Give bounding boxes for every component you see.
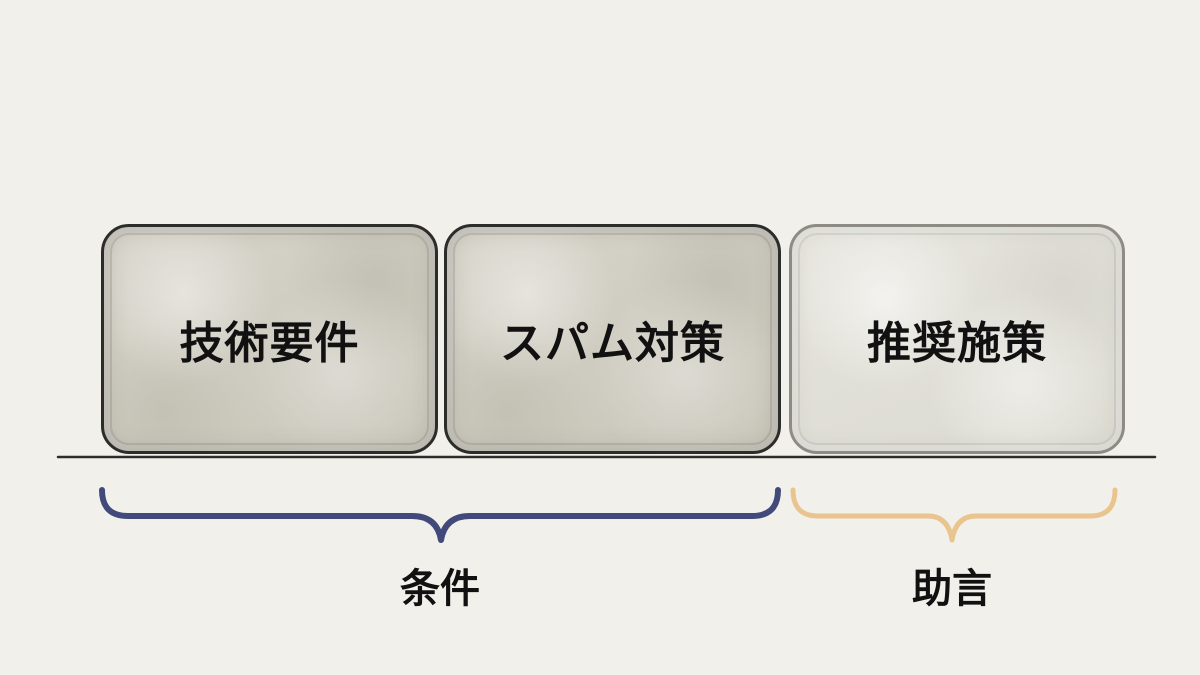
block-spam-measures: スパム対策 — [444, 224, 781, 454]
block-recommended-measures: 推奨施策 — [789, 224, 1125, 454]
group-label-advice: 助言 — [912, 566, 992, 612]
brace-conditions — [99, 487, 781, 543]
brace-advice — [790, 487, 1118, 543]
group-label-conditions: 条件 — [400, 566, 480, 612]
block-label-recommended-measures: 推奨施策 — [867, 318, 1047, 369]
block-technical-requirements: 技術要件 — [101, 224, 438, 454]
block-label-spam-measures: スパム対策 — [500, 318, 725, 369]
block-label-technical-requirements: 技術要件 — [179, 318, 360, 369]
